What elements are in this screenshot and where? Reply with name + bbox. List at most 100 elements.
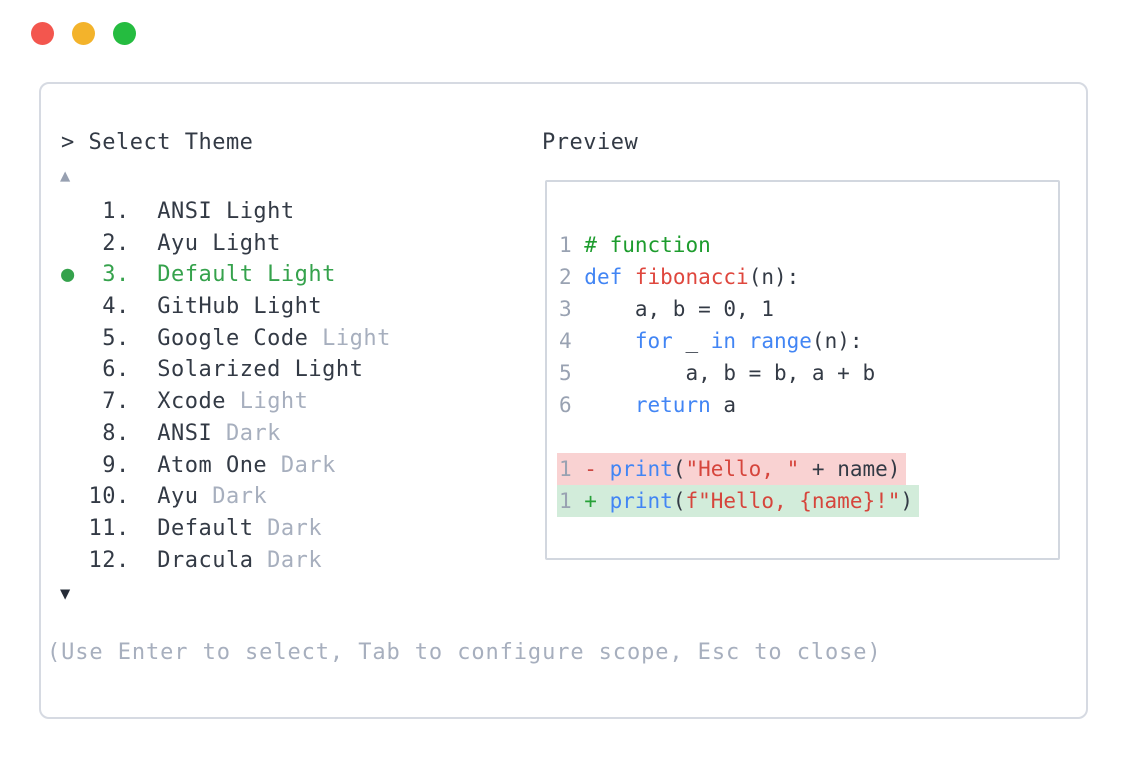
code-token: # function xyxy=(584,233,711,257)
theme-item-label: 4. GitHub Light xyxy=(74,294,323,320)
code-line: 5 a, b = b, a + b xyxy=(559,357,875,389)
theme-prompt: > Select Theme xyxy=(61,130,254,155)
theme-list-item[interactable]: 8. ANSI Dark xyxy=(61,418,281,450)
theme-item-label: 9. Atom One xyxy=(74,452,268,478)
line-number: 4 xyxy=(559,329,585,353)
code-token: def xyxy=(584,265,623,289)
theme-list-item[interactable]: 1. ANSI Light xyxy=(61,196,295,228)
gutter xyxy=(61,484,75,509)
code-token: in xyxy=(710,329,737,353)
theme-item-label: 10. Ayu xyxy=(74,484,199,510)
diff-minus-sign: - xyxy=(584,457,610,481)
theme-list-item[interactable]: 10. Ayu Dark xyxy=(61,481,267,513)
zoom-window-button[interactable] xyxy=(113,22,136,45)
code-token: a xyxy=(710,393,737,417)
diff-line-added: 1 + print(f"Hello, {name}!") xyxy=(557,485,920,517)
code-token: ) xyxy=(900,489,914,513)
theme-item-label: 11. Default xyxy=(74,515,254,541)
code-line: 4 for _ in range(n): xyxy=(559,325,863,357)
theme-list-item[interactable]: 6. Solarized Light xyxy=(61,354,363,386)
code-token xyxy=(584,393,635,417)
theme-item-label: 8. ANSI xyxy=(74,420,213,446)
code-token: a, b = 0, 1 xyxy=(584,297,774,321)
code-token: _ xyxy=(672,329,711,353)
gutter xyxy=(61,231,75,256)
code-line: 1 # function xyxy=(559,229,711,261)
theme-item-variant: Dark xyxy=(253,515,323,541)
code-token xyxy=(622,265,635,289)
code-token: ( xyxy=(672,457,686,481)
gutter xyxy=(61,389,75,414)
code-token: return xyxy=(634,393,711,417)
theme-item-label: 12. Dracula xyxy=(74,547,254,573)
theme-item-variant: Light xyxy=(308,325,391,351)
line-number: 1 xyxy=(559,457,585,481)
theme-list-item[interactable]: 12. Dracula Dark xyxy=(61,545,322,577)
code-token: (n): xyxy=(811,329,863,353)
theme-list-item[interactable]: ● 3. Default Light xyxy=(61,259,336,291)
line-number: 3 xyxy=(559,297,585,321)
theme-item-label: 2. Ayu Light xyxy=(74,230,281,256)
gutter xyxy=(61,421,75,446)
theme-item-label: 3. Default Light xyxy=(74,262,336,288)
scroll-down-indicator[interactable]: ▼ xyxy=(60,584,71,604)
theme-list-item[interactable]: 11. Default Dark xyxy=(61,513,322,545)
blank-line xyxy=(559,421,572,453)
code-line: 3 a, b = 0, 1 xyxy=(559,293,774,325)
code-token: + name) xyxy=(799,457,901,481)
code-line: 2 def fibonacci(n): xyxy=(559,261,799,293)
theme-item-variant: Dark xyxy=(212,420,281,446)
preview-title: Preview xyxy=(542,130,639,155)
gutter xyxy=(61,199,75,224)
code-token: a, b = b, a + b xyxy=(584,361,876,385)
code-token xyxy=(736,329,749,353)
gutter xyxy=(61,548,75,573)
theme-selector-panel: > Select Theme Preview ▲ 1. ANSI Light 2… xyxy=(39,82,1088,719)
theme-item-variant: Dark xyxy=(253,547,323,573)
help-text: (Use Enter to select, Tab to configure s… xyxy=(47,640,882,665)
theme-item-label: 5. Google Code xyxy=(74,325,309,351)
code-token: ( xyxy=(672,489,686,513)
line-number: 6 xyxy=(559,393,585,417)
gutter xyxy=(61,294,75,319)
code-token: range xyxy=(748,329,812,353)
line-number: 2 xyxy=(559,265,585,289)
theme-list-item[interactable]: 4. GitHub Light xyxy=(61,291,322,323)
theme-list-item[interactable]: 5. Google Code Light xyxy=(61,323,391,355)
gutter xyxy=(61,326,75,351)
scroll-up-indicator[interactable]: ▲ xyxy=(60,166,71,186)
theme-item-variant: Light xyxy=(225,389,309,415)
code-token: print xyxy=(609,489,673,513)
diff-line-removed: 1 - print("Hello, " + name) xyxy=(557,453,907,485)
code-token: "Hello, " xyxy=(685,457,800,481)
theme-item-variant: Dark xyxy=(267,452,336,478)
code-token xyxy=(584,329,635,353)
theme-item-label: 1. ANSI Light xyxy=(74,199,295,224)
theme-item-label: 7. Xcode xyxy=(74,389,226,415)
code-token: print xyxy=(609,457,673,481)
line-number: 1 xyxy=(559,489,585,513)
theme-item-label: 6. Solarized Light xyxy=(74,357,364,383)
window-controls xyxy=(31,22,136,45)
minimize-window-button[interactable] xyxy=(72,22,95,45)
code-token: for xyxy=(634,329,673,353)
theme-list: 1. ANSI Light 2. Ayu Light ● 3. Default L… xyxy=(61,196,391,576)
close-window-button[interactable] xyxy=(31,22,54,45)
diff-plus-sign: + xyxy=(584,489,610,513)
gutter xyxy=(61,516,75,541)
code-line: 6 return a xyxy=(559,389,736,421)
gutter xyxy=(61,453,75,478)
theme-list-item[interactable]: 7. Xcode Light xyxy=(61,386,308,418)
line-number: 1 xyxy=(559,233,585,257)
gutter xyxy=(61,357,75,382)
theme-list-item[interactable]: 2. Ayu Light xyxy=(61,228,281,260)
code-token: fibonacci xyxy=(634,265,749,289)
selected-indicator-dot: ● xyxy=(61,262,75,288)
theme-item-variant: Dark xyxy=(198,484,268,510)
theme-list-item[interactable]: 9. Atom One Dark xyxy=(61,450,336,482)
code-token: (n): xyxy=(748,265,800,289)
line-number: 5 xyxy=(559,361,585,385)
code-token: f"Hello, {name}!" xyxy=(685,489,901,513)
